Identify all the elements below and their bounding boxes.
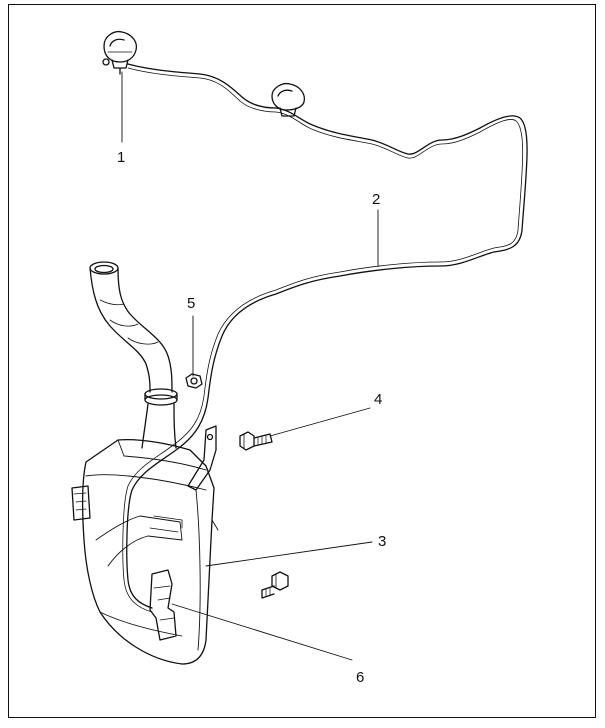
- nut: [185, 373, 203, 389]
- mounting-bolt-upper: [239, 431, 273, 451]
- callout-6: 6: [356, 669, 364, 686]
- callout-4: 4: [374, 391, 382, 408]
- leader-3: [205, 541, 373, 567]
- washer-hose: [122, 63, 528, 613]
- leader-4: [269, 407, 371, 437]
- filler-neck: [89, 261, 178, 449]
- callout-labels: 1 2 3 4 5 6: [117, 149, 386, 686]
- washer-nozzle-right: [271, 82, 306, 117]
- diagram-frame: [8, 4, 596, 718]
- callout-5: 5: [187, 295, 195, 312]
- leader-lines: [121, 71, 379, 661]
- callout-3: 3: [378, 533, 386, 550]
- mounting-bolt-lower: [261, 571, 289, 599]
- leader-6: [171, 603, 353, 661]
- callout-2: 2: [372, 191, 380, 208]
- washer-reservoir-tank: [71, 425, 219, 665]
- callout-1: 1: [117, 149, 125, 166]
- washer-nozzle-left: [102, 30, 138, 75]
